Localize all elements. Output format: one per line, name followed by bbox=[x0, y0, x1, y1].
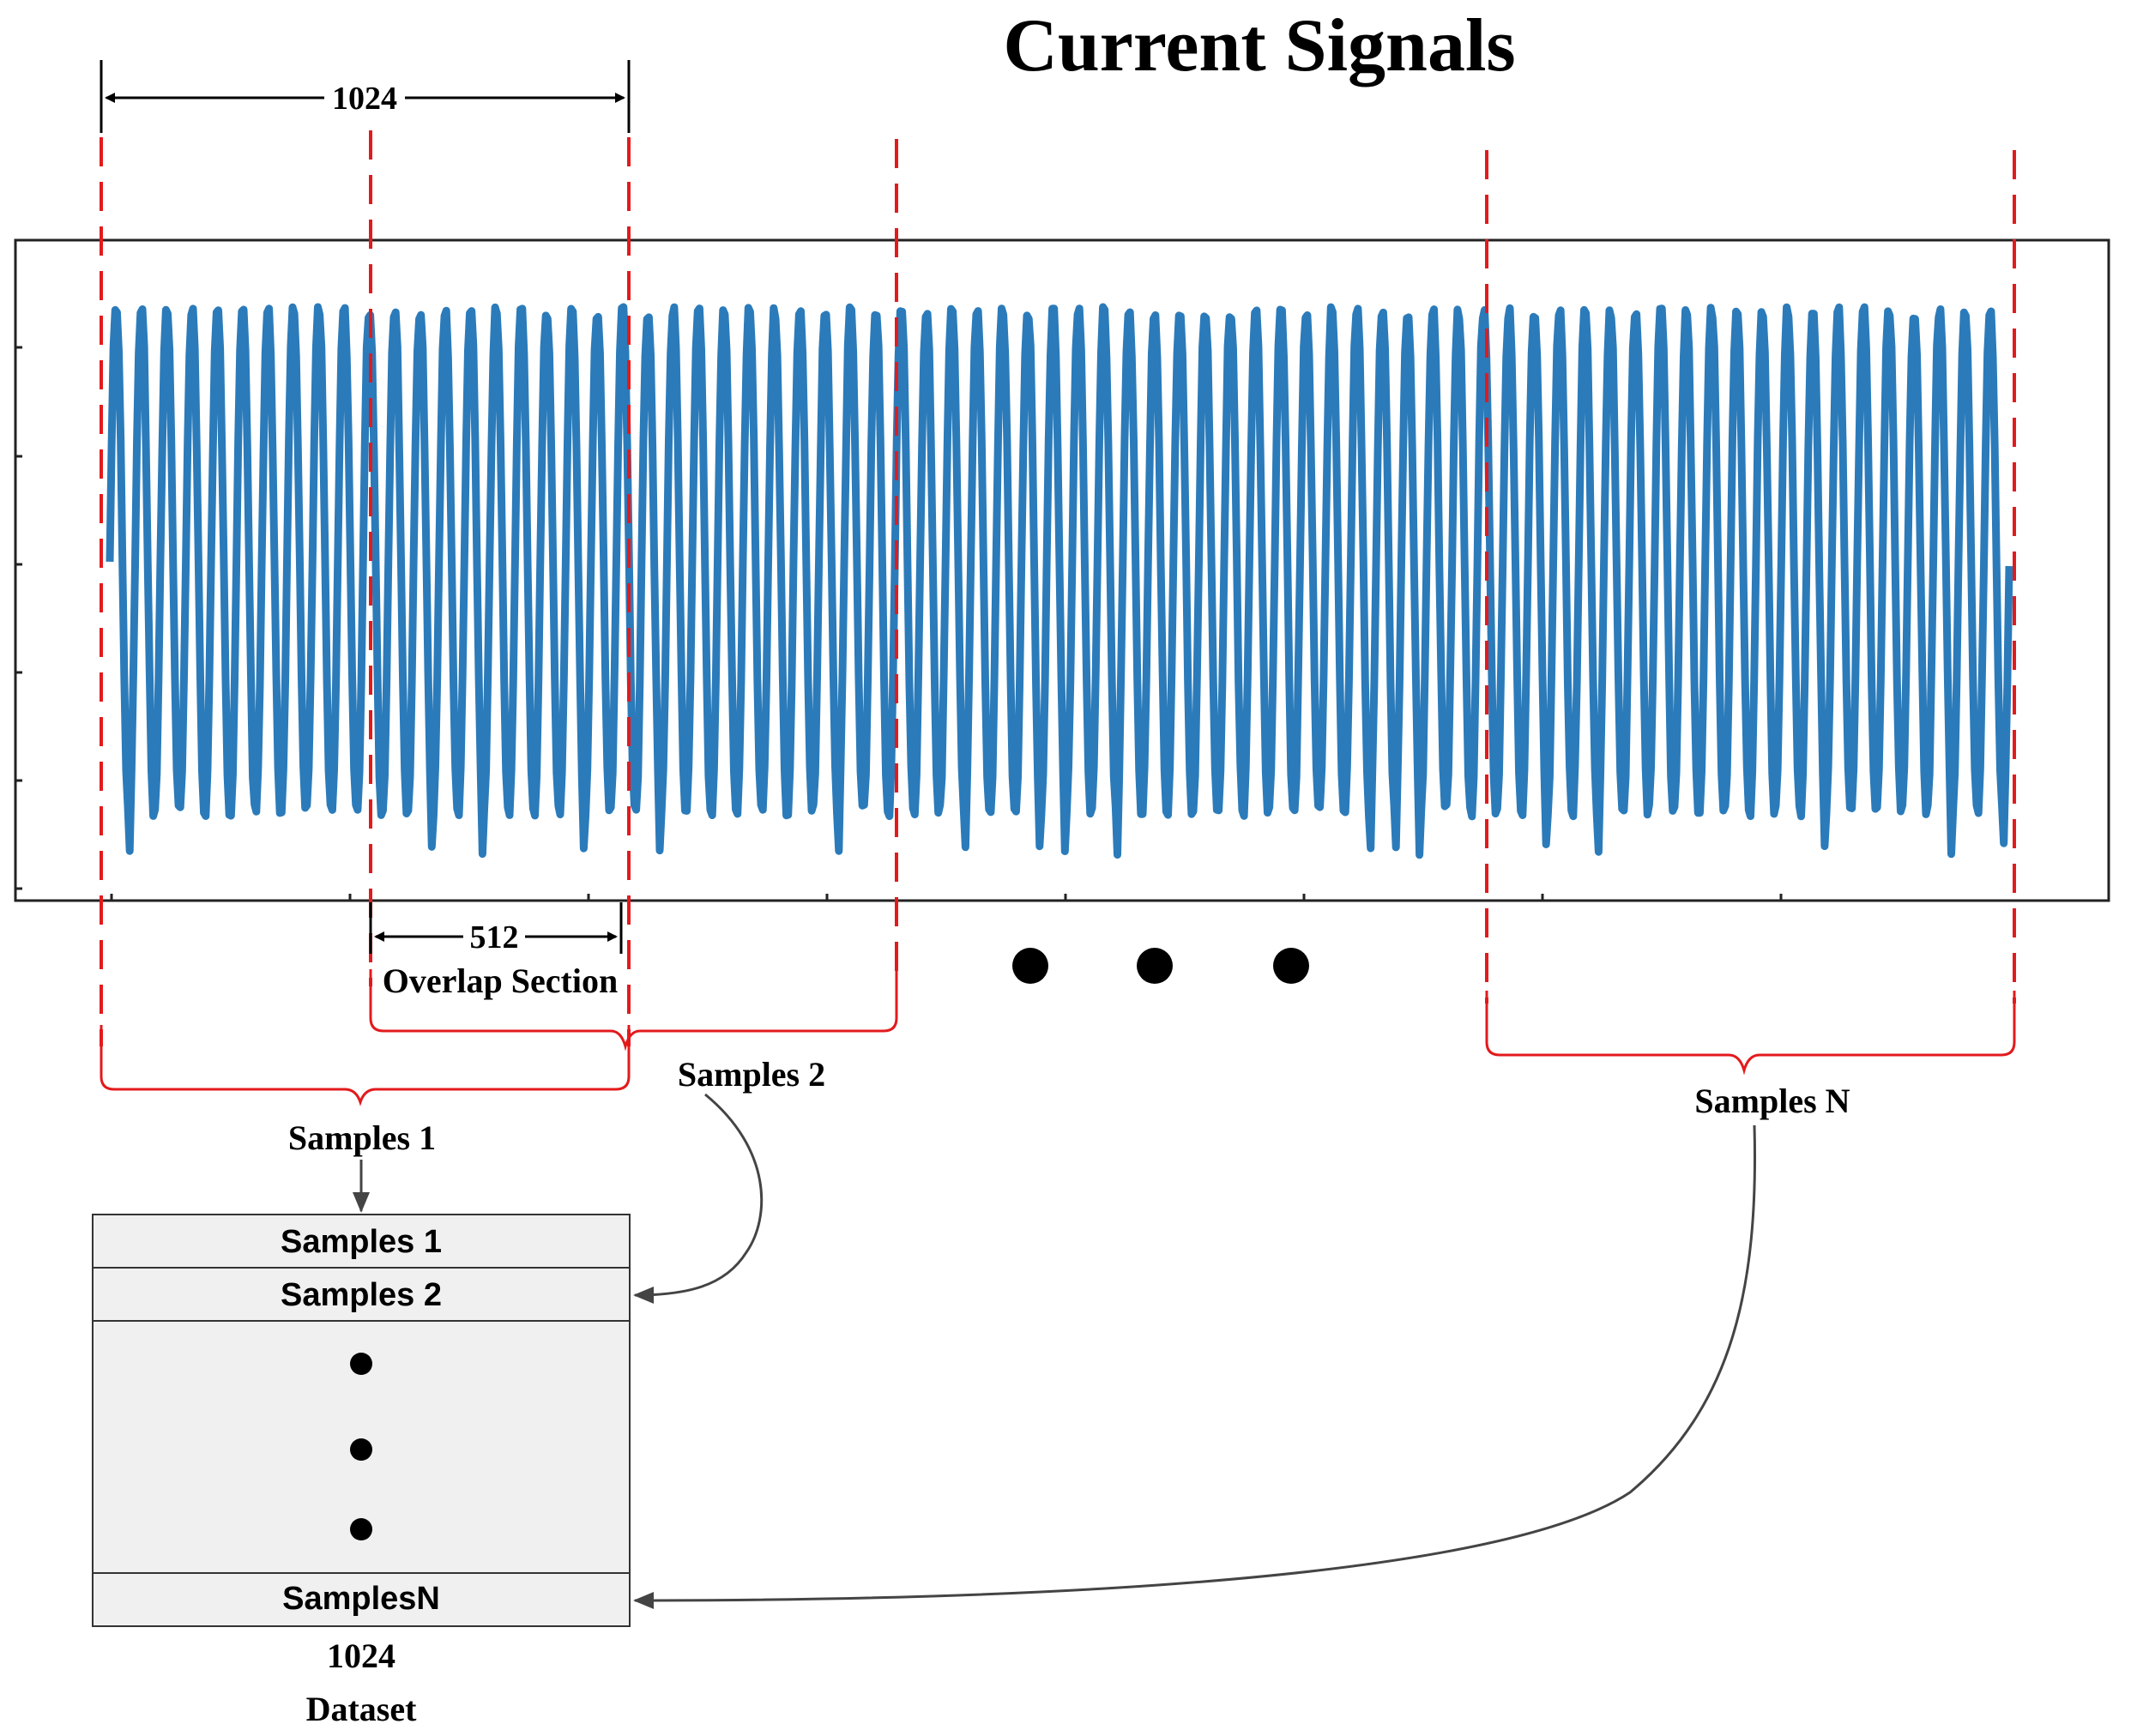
current-signal-waveform bbox=[106, 303, 2013, 859]
samples-1-brace bbox=[100, 1025, 631, 1106]
overlap-section-label: Overlap Section bbox=[383, 961, 618, 1000]
plot-bottom-ticks bbox=[110, 894, 1783, 901]
overlap-length-label: 512 bbox=[470, 919, 519, 955]
dataset-row-n: SamplesN bbox=[282, 1581, 440, 1617]
window-length-label: 1024 bbox=[332, 81, 397, 117]
overlap-dimension: 512 Overlap Section bbox=[369, 902, 623, 1000]
samples-1-label: Samples 1 bbox=[288, 1118, 436, 1157]
samples-n-brace bbox=[1485, 991, 2016, 1076]
plot-left-ticks bbox=[15, 346, 22, 890]
dataset-table: Samples 1 Samples 2 SamplesN bbox=[92, 1214, 631, 1627]
samples-n-label: Samples N bbox=[1694, 1082, 1850, 1120]
continuation-dots bbox=[1012, 948, 1309, 984]
samples-2-arrow bbox=[633, 1093, 764, 1304]
dataset-width-label: 1024 bbox=[327, 1637, 395, 1675]
samples-n-arrow bbox=[633, 1124, 1756, 1609]
dataset-row-1: Samples 1 bbox=[281, 1224, 442, 1260]
dataset-caption: Dataset bbox=[306, 1690, 418, 1728]
samples-2-label: Samples 2 bbox=[678, 1055, 825, 1094]
window-length-dimension: 1024 bbox=[100, 60, 631, 133]
dataset-row-2: Samples 2 bbox=[281, 1277, 442, 1313]
window-boundaries bbox=[100, 130, 2016, 1046]
diagram-title: Current Signals bbox=[1003, 4, 1515, 87]
dataset-ellipsis-dots bbox=[350, 1353, 372, 1540]
samples-2-brace bbox=[369, 969, 898, 1052]
